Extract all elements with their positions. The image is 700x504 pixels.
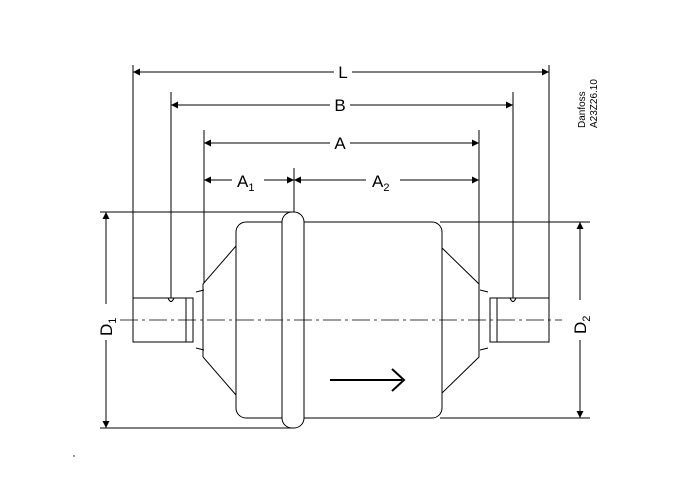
label-D1: D1 xyxy=(97,318,119,336)
label-A: A xyxy=(334,134,346,153)
watermark-brand: Danfoss xyxy=(577,91,588,128)
label-B: B xyxy=(334,96,345,115)
label-L: L xyxy=(338,63,347,82)
flow-direction-arrow xyxy=(330,368,406,392)
label-D2: D2 xyxy=(571,316,593,334)
left-cone xyxy=(202,244,237,397)
label-A2: A2 xyxy=(372,172,389,194)
right-cone xyxy=(439,244,480,397)
extension-lines xyxy=(100,65,590,429)
watermark-code: A23Z26.10 xyxy=(589,79,600,128)
label-A1: A1 xyxy=(237,172,254,194)
